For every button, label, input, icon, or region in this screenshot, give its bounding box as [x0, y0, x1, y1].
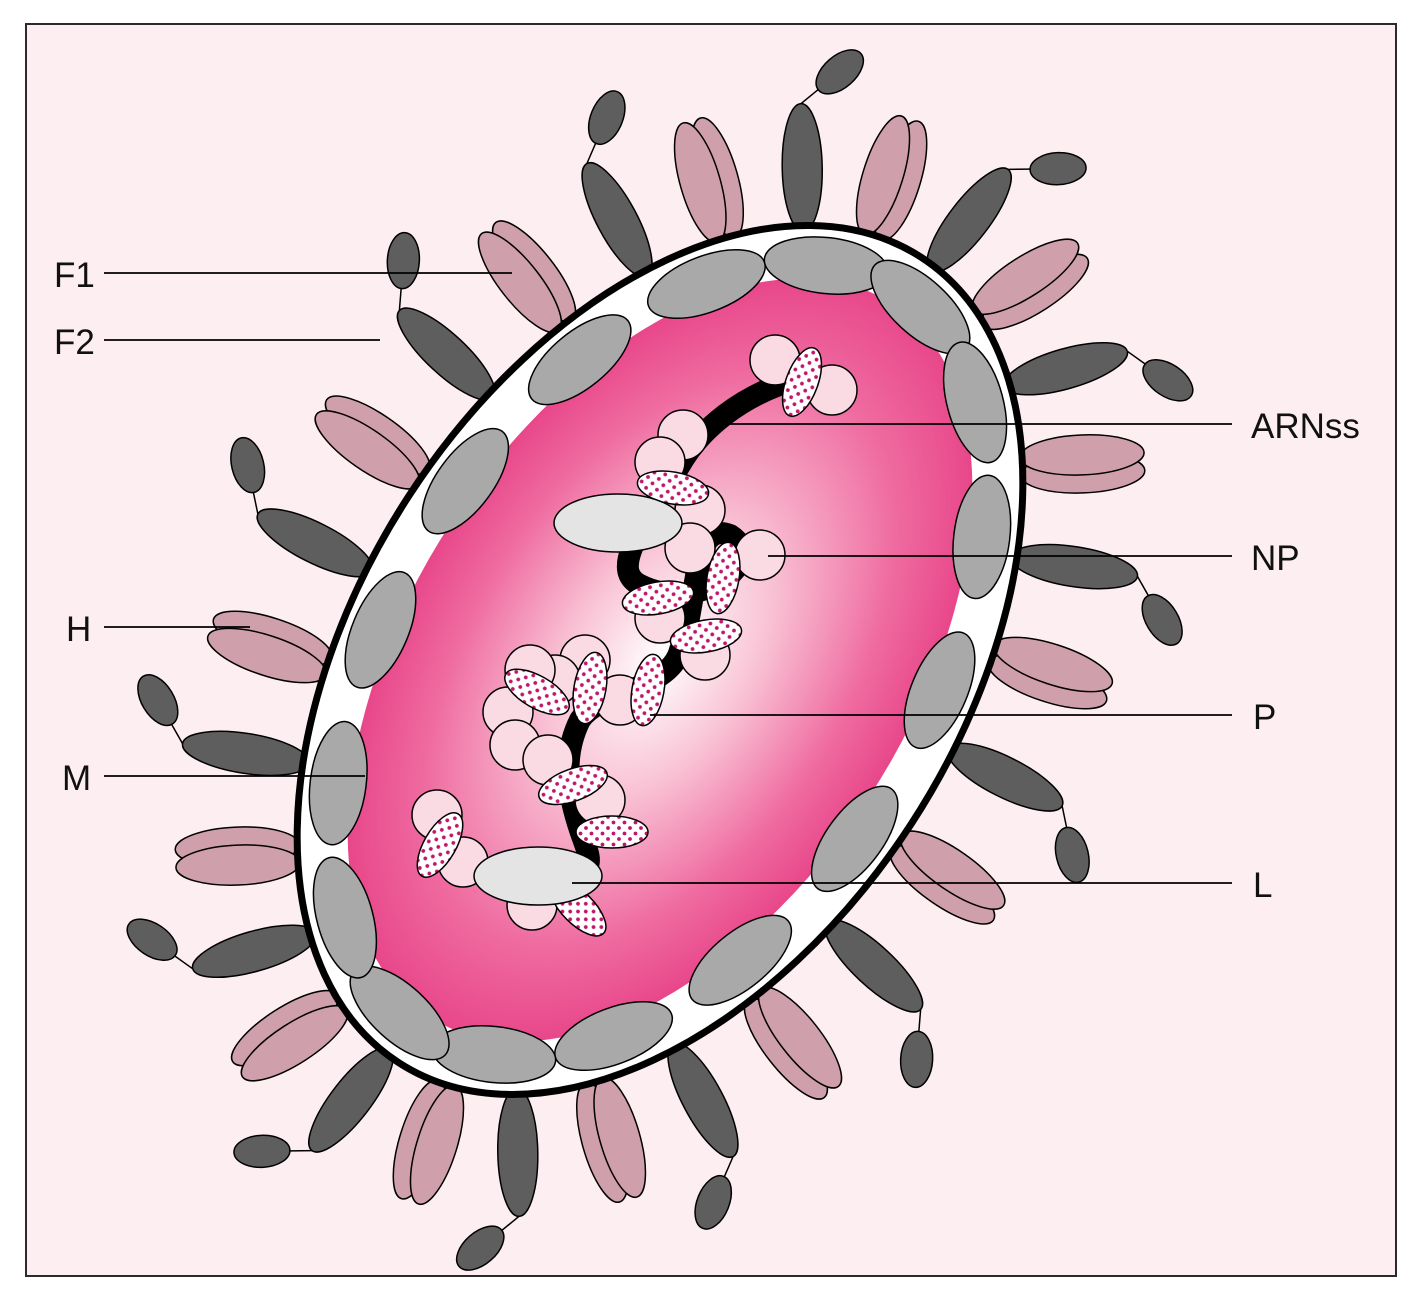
np-protein: [664, 522, 716, 574]
matrix-protein: [810, 785, 899, 893]
p-protein: [781, 346, 823, 418]
matrix-protein: [688, 914, 793, 1006]
envelope-spikes: [126, 49, 1194, 1271]
label-f2: F2: [54, 323, 95, 362]
nucleocapsid-proteins: [411, 334, 858, 937]
f2-protein: [899, 1030, 934, 1089]
matrix-protein: [308, 720, 368, 846]
p-protein: [636, 470, 710, 506]
label-p: P: [1253, 698, 1276, 737]
l-protein: [473, 846, 603, 906]
label-arnss: ARNss: [1251, 407, 1360, 446]
f2-protein: [137, 674, 179, 727]
p-protein: [537, 764, 609, 806]
l-protein: [553, 493, 683, 553]
f2-protein: [1141, 593, 1183, 646]
p-protein: [572, 651, 608, 725]
f2-protein: [694, 1174, 733, 1230]
matrix-protein: [527, 314, 632, 406]
p-protein: [575, 815, 649, 849]
matrix-protein: [903, 631, 976, 750]
matrix-protein: [952, 474, 1012, 600]
f2-protein: [230, 436, 266, 494]
matrix-protein: [942, 341, 1008, 464]
f2-protein: [815, 49, 865, 95]
f2-protein: [1142, 359, 1194, 402]
matrix-protein: [344, 570, 417, 689]
f2-protein: [455, 1225, 505, 1271]
matrix-protein: [421, 427, 510, 535]
p-protein: [669, 618, 743, 654]
matrix-protein-ring: [308, 236, 1012, 1084]
label-l: L: [1253, 866, 1272, 905]
leader-lines: [104, 272, 1232, 884]
p-protein: [416, 812, 464, 878]
label-f1: F1: [54, 256, 95, 295]
f2-protein: [126, 918, 178, 961]
f2-protein: [1029, 151, 1087, 186]
p-protein: [630, 653, 666, 727]
f2-protein: [386, 231, 421, 290]
matrix-protein: [312, 856, 378, 979]
f2-protein: [587, 90, 626, 146]
label-np: NP: [1251, 539, 1300, 578]
p-protein: [705, 541, 741, 615]
np-protein: [734, 529, 786, 581]
label-h: H: [66, 610, 91, 649]
f2-protein: [233, 1134, 291, 1169]
label-m: M: [62, 759, 91, 798]
p-protein: [504, 668, 570, 716]
p-protein: [621, 580, 695, 616]
